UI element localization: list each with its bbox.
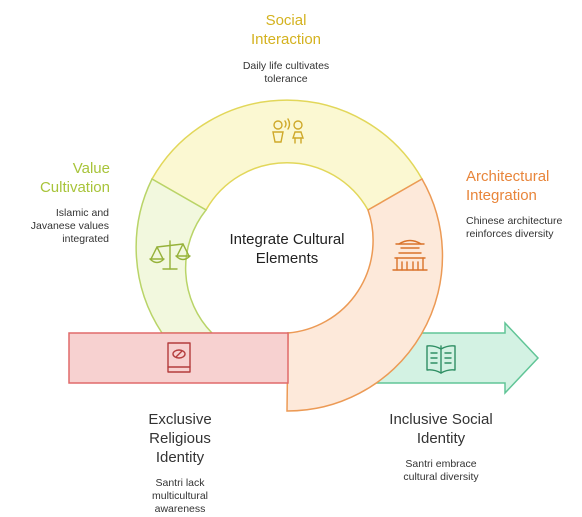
social-desc-line1: Daily life cultivates <box>242 60 330 72</box>
value-desc-line1: Islamic and <box>55 207 109 219</box>
exclusive-identity-desc: Santri lack multicultural awareness <box>126 477 234 516</box>
exclusive-desc-line1: Santri lack <box>155 477 205 489</box>
architecture-title-line2: Integration <box>466 186 537 204</box>
social-interaction-title: Social Interaction <box>226 12 346 50</box>
social-title-line1: Social <box>265 12 307 29</box>
architecture-desc-line1: Chinese architecture <box>466 215 563 227</box>
value-title-line1: Value <box>72 160 110 177</box>
exclusive-title-line3: Identity <box>155 448 205 466</box>
exclusive-title-line1: Exclusive <box>148 411 212 428</box>
center-label-line1: Integrate Cultural <box>229 231 345 248</box>
architectural-integration-desc: Chinese architecture reinforces diversit… <box>466 215 580 241</box>
inclusive-identity-desc: Santri embrace cultural diversity <box>366 458 516 484</box>
center-label: Integrate Cultural Elements <box>200 231 374 269</box>
social-interaction-segment <box>150 99 424 212</box>
inclusive-title-line2: Identity <box>416 429 466 447</box>
architecture-title-line1: Architectural <box>466 168 550 185</box>
exclusive-identity-title: Exclusive Religious Identity <box>126 411 234 467</box>
inclusive-identity-title: Inclusive Social Identity <box>366 411 516 449</box>
value-desc-line2: Javanese values <box>30 220 109 233</box>
inclusive-title-line1: Inclusive Social <box>389 411 493 428</box>
value-cultivation-title: Value Cultivation <box>10 160 110 198</box>
architecture-desc-line2: reinforces diversity <box>466 228 554 241</box>
exclusive-desc-line3: awareness <box>154 503 206 516</box>
people-icon <box>272 118 304 144</box>
inclusive-desc-line2: cultural diversity <box>403 471 479 484</box>
value-cultivation-desc: Islamic and Javanese values integrated <box>0 207 109 246</box>
architectural-integration-title: Architectural Integration <box>466 168 580 206</box>
open-book-icon <box>426 345 456 374</box>
exclusive-title-line2: Religious <box>149 429 211 447</box>
architectural-integration-segment <box>286 177 444 412</box>
value-title-line2: Cultivation <box>39 178 110 196</box>
social-title-line2: Interaction <box>250 30 322 48</box>
exclusive-desc-line2: multicultural <box>151 490 209 503</box>
social-desc-line2: tolerance <box>264 73 308 86</box>
center-label-line2: Elements <box>255 249 319 267</box>
book-icon <box>167 342 191 373</box>
scales-icon <box>149 240 191 270</box>
pagoda-icon <box>392 239 428 271</box>
social-interaction-desc: Daily life cultivates tolerance <box>206 60 366 86</box>
value-desc-line3: integrated <box>62 233 109 246</box>
inclusive-desc-line1: Santri embrace <box>405 458 477 470</box>
